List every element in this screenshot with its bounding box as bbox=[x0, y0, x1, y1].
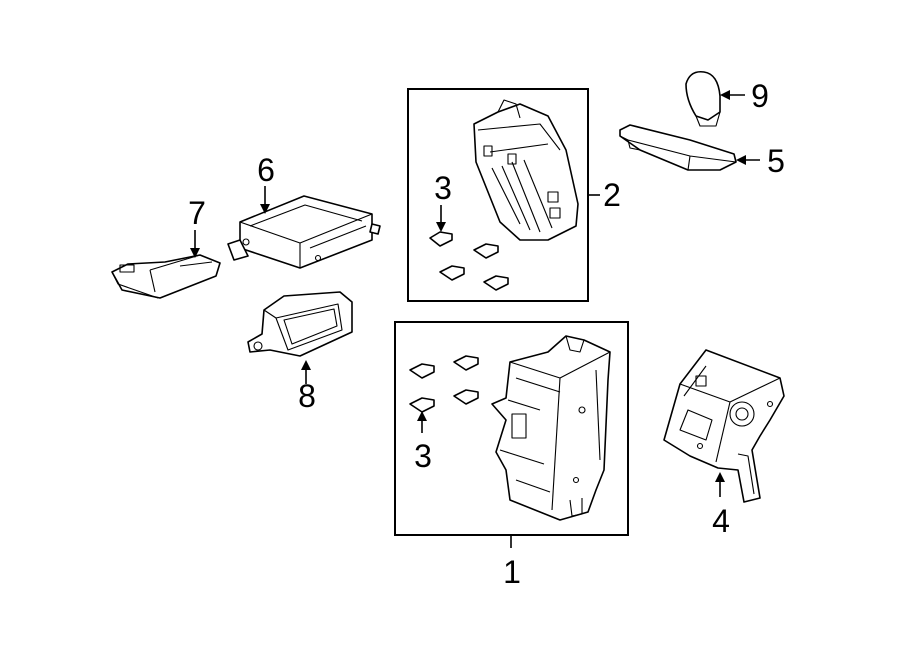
part-2-fuse-box bbox=[473, 99, 579, 241]
callout-7: 7 bbox=[188, 195, 206, 231]
part-3-clips-upper bbox=[429, 231, 509, 291]
part-9-relay bbox=[685, 70, 721, 127]
part-1-fuse-box bbox=[491, 335, 611, 521]
part-4-bracket-module bbox=[663, 349, 785, 503]
callout-5: 5 bbox=[767, 143, 785, 179]
part-6-control-unit bbox=[227, 195, 381, 269]
callout-2: 2 bbox=[603, 177, 621, 213]
callout-9: 9 bbox=[751, 78, 769, 114]
part-5-cover bbox=[619, 124, 737, 171]
callout-6: 6 bbox=[257, 152, 275, 188]
callout-8: 8 bbox=[298, 378, 316, 414]
part-3-clips-lower bbox=[409, 355, 479, 413]
callout-3-upper: 3 bbox=[434, 170, 452, 206]
callout-1: 1 bbox=[503, 554, 521, 590]
part-7-module bbox=[111, 254, 221, 299]
callout-3-lower: 3 bbox=[414, 438, 432, 474]
part-8-sensor bbox=[247, 291, 353, 357]
callout-4: 4 bbox=[712, 503, 730, 539]
